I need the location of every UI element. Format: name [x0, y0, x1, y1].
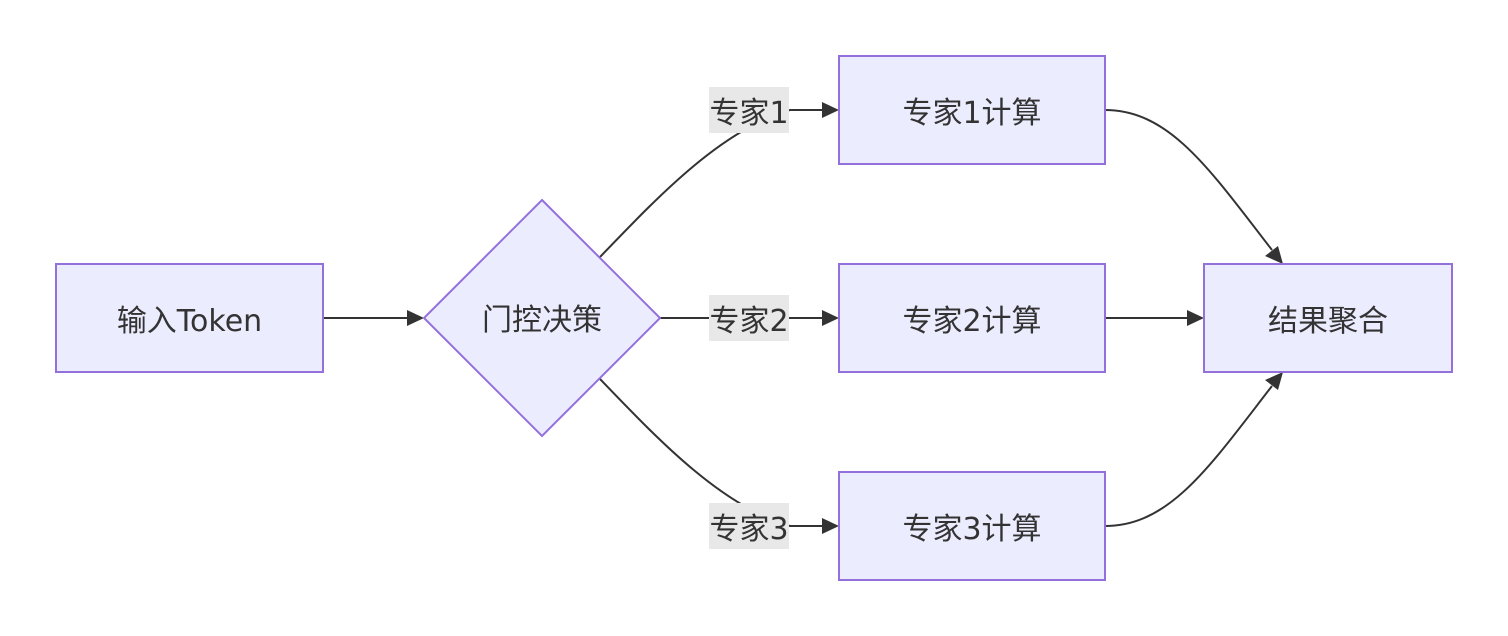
- arrowhead-gate-to-expert2: [822, 310, 839, 326]
- arrowhead-expert3-to-aggregate: [1265, 372, 1283, 390]
- gate-decision-diamond: [422, 198, 662, 438]
- node-gate-decision-label: 门控决策: [482, 303, 602, 338]
- arrowhead-gate-to-expert3: [822, 518, 839, 534]
- edge-label-expert2: 专家2: [709, 295, 789, 341]
- edge-expert3-to-aggregate: [1104, 385, 1273, 527]
- node-expert2-compute: 专家2计算: [838, 263, 1106, 373]
- node-result-aggregate: 结果聚合: [1203, 263, 1453, 373]
- arrowhead-expert2-to-aggregate: [1187, 310, 1204, 326]
- edge-label-expert3: 专家3: [709, 503, 789, 549]
- node-expert1-compute: 专家1计算: [838, 55, 1106, 165]
- edge-expert1-to-aggregate: [1104, 109, 1273, 251]
- arrowhead-input-to-gate: [407, 310, 424, 326]
- node-input-token: 输入Token: [55, 263, 324, 373]
- arrowhead-gate-to-expert1: [822, 102, 839, 118]
- edge-label-expert1: 专家1: [709, 87, 789, 133]
- arrowhead-expert1-to-aggregate: [1265, 246, 1283, 264]
- node-expert3-compute: 专家3计算: [838, 471, 1106, 581]
